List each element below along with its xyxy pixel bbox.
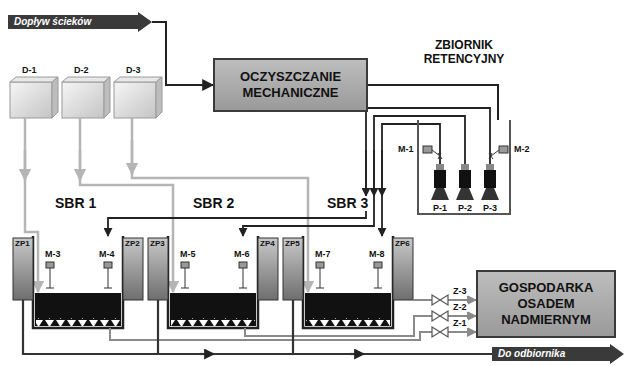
node-text: ZBIORNIK RETENCYJNY [414, 36, 514, 67]
part-label: M-1 [397, 145, 415, 154]
part-label: ZP2 [124, 240, 141, 248]
sbr-reactor [33, 236, 393, 328]
part-label: M-2 [513, 145, 531, 154]
node-text: Dopływ ścieków [14, 16, 91, 28]
part-label: M-6 [233, 250, 251, 259]
part-label: D-3 [125, 66, 142, 75]
part-label: M-5 [179, 250, 197, 259]
decanter-column [13, 238, 413, 300]
part-label: P-1 [432, 204, 448, 213]
node-text: OCZYSZCZANIE MECHANICZNE [219, 69, 362, 102]
node-text: Do odbiornika [498, 348, 565, 360]
part-label: D-2 [73, 66, 90, 75]
part-label: Z-2 [452, 303, 468, 312]
part-label: M-3 [44, 250, 62, 259]
retention-tank: ZBIORNIK RETENCYJNY [414, 36, 514, 218]
reactor-label: SBR 1 [54, 196, 97, 211]
reactor-label: SBR 3 [326, 196, 369, 211]
part-label: ZP3 [149, 240, 166, 248]
valve [432, 295, 448, 337]
part-label: M-7 [314, 250, 332, 259]
process-box: OCZYSZCZANIE MECHANICZNE [213, 58, 368, 112]
part-label: P-2 [457, 204, 473, 213]
part-label: ZP5 [284, 240, 301, 248]
reactor-label: SBR 2 [192, 196, 235, 211]
part-label: M-4 [98, 250, 116, 259]
part-label: Z-3 [452, 287, 468, 296]
pipe-connector [152, 22, 213, 85]
part-label: D-1 [21, 66, 38, 75]
part-label: ZP1 [14, 240, 31, 248]
node-text: GOSPODARKA OSADEM NADMIERNYM [482, 280, 610, 329]
effluent-pipe [23, 300, 492, 354]
process-box: GOSPODARKA OSADEM NADMIERNYM [476, 270, 616, 338]
part-label: P-3 [482, 204, 498, 213]
feed-pipe [108, 108, 490, 236]
part-label: M-8 [368, 250, 386, 259]
pump [431, 164, 499, 200]
outflow-arrow: Do odbiornika [492, 344, 624, 364]
part-label: ZP4 [259, 240, 276, 248]
pipe-connector [368, 85, 498, 120]
part-label: ZP6 [394, 240, 411, 248]
part-label: Z-1 [452, 319, 468, 328]
blower [10, 77, 162, 118]
inflow-arrow: Dopływ ścieków [8, 12, 152, 32]
